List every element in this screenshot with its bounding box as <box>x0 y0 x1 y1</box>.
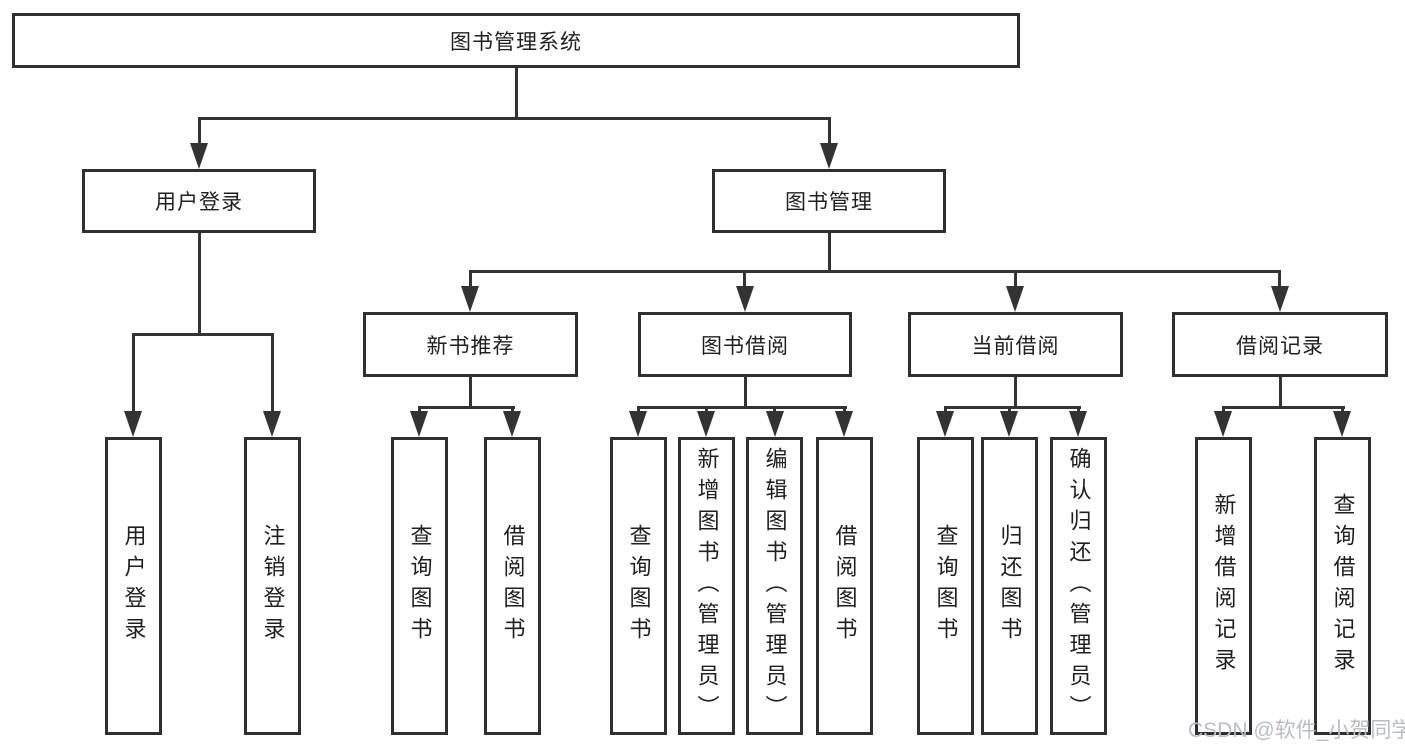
connector-line <box>469 272 472 288</box>
connector-line <box>132 335 135 413</box>
connector-line <box>944 406 1081 409</box>
connector-line <box>1014 272 1017 288</box>
connector-line <box>744 377 747 408</box>
connector-line <box>1222 406 1345 409</box>
arrow-down-icon <box>697 411 715 437</box>
connector-line <box>198 118 201 148</box>
node-book-borrowing: 图书借阅 <box>638 312 852 377</box>
connector-line <box>743 272 746 288</box>
arrow-down-icon <box>1000 411 1018 437</box>
arrow-down-icon <box>263 411 281 437</box>
leaf-query-books-current: 查询图书 <box>917 437 974 735</box>
leaf-add-borrow-record: 新增借阅记录 <box>1195 437 1252 735</box>
leaf-query-borrow-record: 查询借阅记录 <box>1314 437 1371 735</box>
arrow-down-icon <box>1006 286 1024 312</box>
connector-line <box>469 270 1281 273</box>
connector-line <box>828 118 831 148</box>
leaf-add-borrow-record-label: 新增借阅记录 <box>1211 493 1237 679</box>
leaf-query-books-borrowing-label: 查询图书 <box>626 524 652 648</box>
arrow-down-icon <box>1333 411 1351 437</box>
connector-line <box>828 233 831 272</box>
leaf-borrow-books: 借阅图书 <box>816 437 873 735</box>
leaf-confirm-return-admin: 确认归还（管理员） <box>1050 437 1107 735</box>
node-book-borrowing-label: 图书借阅 <box>701 334 789 358</box>
leaf-query-books-recommend: 查询图书 <box>391 437 448 735</box>
node-user-login-label: 用户登录 <box>155 191 243 214</box>
leaf-add-book-admin-label: 新增图书（管理员） <box>694 446 720 726</box>
arrow-down-icon <box>936 411 954 437</box>
connector-line <box>198 233 201 336</box>
arrow-down-icon <box>190 143 208 169</box>
connector-line <box>418 406 515 409</box>
leaf-borrow-books-recommend-label: 借阅图书 <box>500 524 526 648</box>
arrow-down-icon <box>1069 411 1087 437</box>
node-borrowing-records: 借阅记录 <box>1172 312 1388 377</box>
leaf-logout-label: 注销登录 <box>260 524 286 648</box>
connector-line <box>1279 377 1282 408</box>
leaf-query-borrow-record-label: 查询借阅记录 <box>1330 493 1356 679</box>
connector-line <box>1014 377 1017 408</box>
connector-line <box>637 406 847 409</box>
arrow-down-icon <box>1214 411 1232 437</box>
arrow-down-icon <box>736 286 754 312</box>
leaf-logout: 注销登录 <box>244 437 301 735</box>
node-new-book-recommendation-label: 新书推荐 <box>426 334 515 358</box>
leaf-edit-book-admin: 编辑图书（管理员） <box>746 437 803 735</box>
arrow-down-icon <box>124 411 142 437</box>
connector-line <box>132 333 274 336</box>
arrow-down-icon <box>410 411 428 437</box>
leaf-borrow-books-recommend: 借阅图书 <box>484 437 541 735</box>
arrow-down-icon <box>820 143 838 169</box>
connector-line <box>515 68 518 119</box>
node-borrowing-records-label: 借阅记录 <box>1236 334 1324 358</box>
leaf-borrow-books-label: 借阅图书 <box>832 524 858 648</box>
leaf-return-books: 归还图书 <box>981 437 1038 735</box>
arrow-down-icon <box>766 411 784 437</box>
connector-line <box>469 377 472 408</box>
arrow-down-icon <box>629 411 647 437</box>
node-new-book-recommendation: 新书推荐 <box>363 312 578 377</box>
connector-line <box>198 117 831 120</box>
leaf-query-books-borrowing: 查询图书 <box>610 437 667 735</box>
arrow-down-icon <box>835 411 853 437</box>
arrow-down-icon <box>1271 286 1289 312</box>
node-user-login: 用户登录 <box>82 169 316 233</box>
leaf-user-login: 用户登录 <box>105 437 162 735</box>
connector-line <box>1278 272 1281 288</box>
leaf-confirm-return-admin-label: 确认归还（管理员） <box>1066 446 1092 726</box>
leaf-query-books-recommend-label: 查询图书 <box>407 524 433 648</box>
watermark: CSDN @软件_小贺同学 <box>1188 719 1405 742</box>
leaf-user-login-label: 用户登录 <box>121 524 147 648</box>
leaf-add-book-admin: 新增图书（管理员） <box>678 437 735 735</box>
node-current-borrowing-label: 当前借阅 <box>971 334 1060 358</box>
connector-line <box>271 335 274 413</box>
node-book-management-label: 图书管理 <box>785 191 873 214</box>
leaf-return-books-label: 归还图书 <box>997 524 1023 648</box>
leaf-edit-book-admin-label: 编辑图书（管理员） <box>762 446 788 726</box>
node-library-system: 图书管理系统 <box>12 13 1020 68</box>
arrow-down-icon <box>461 286 479 312</box>
node-library-system-label: 图书管理系统 <box>450 30 582 54</box>
node-book-management: 图书管理 <box>712 169 946 233</box>
arrow-down-icon <box>503 411 521 437</box>
node-current-borrowing: 当前借阅 <box>908 312 1123 377</box>
leaf-query-books-current-label: 查询图书 <box>933 524 959 648</box>
